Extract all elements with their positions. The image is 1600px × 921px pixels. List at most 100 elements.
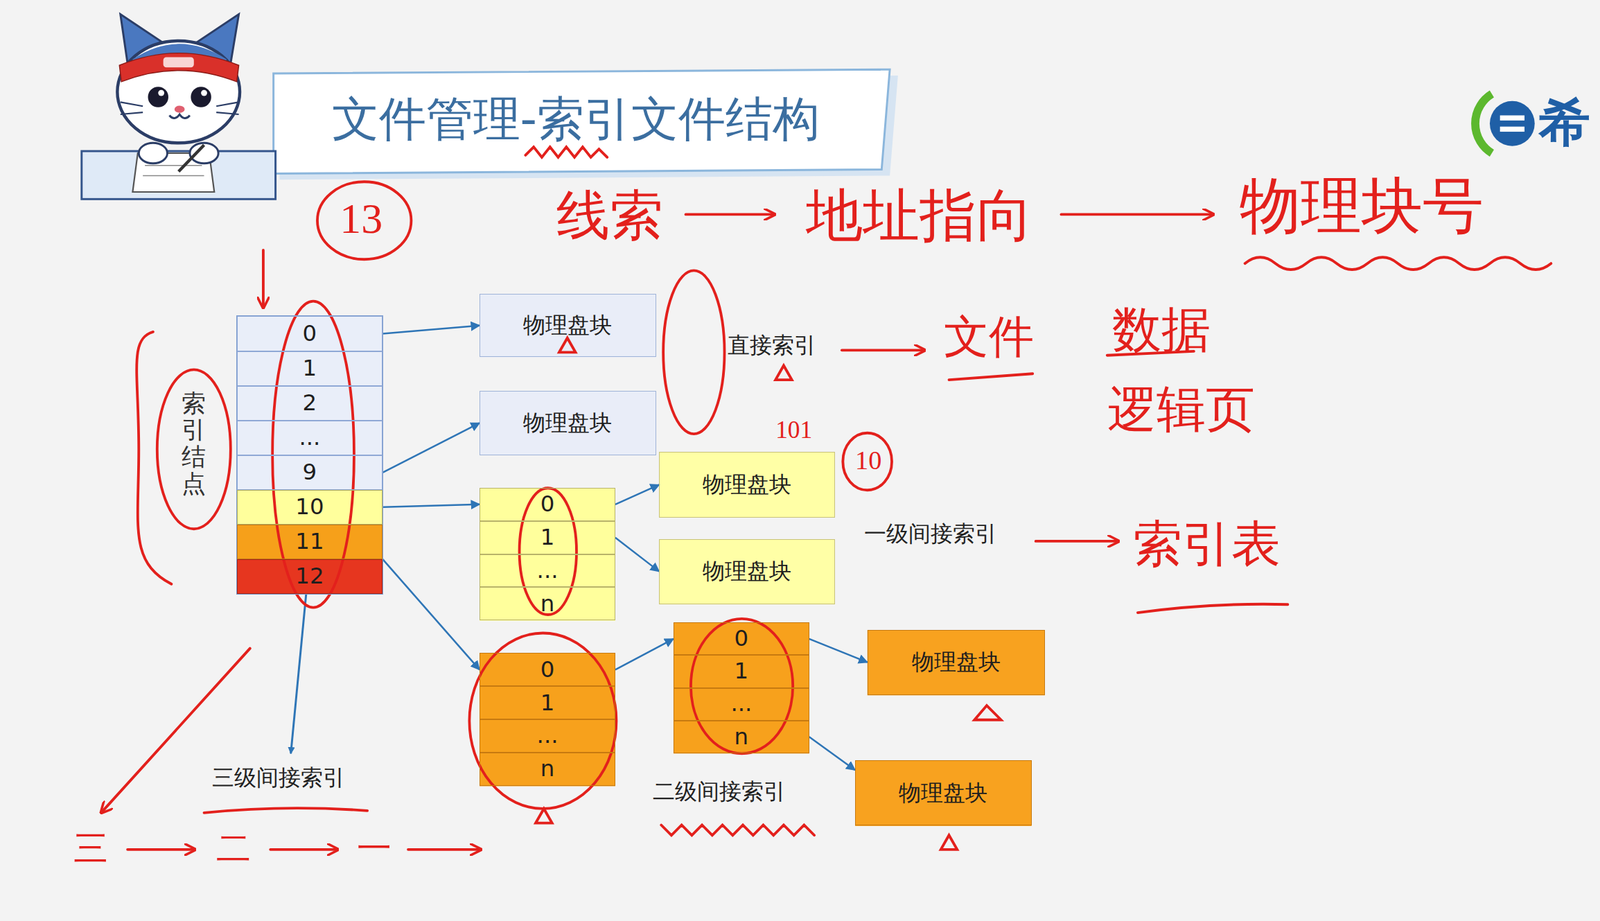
logo-text: 希 — [1539, 93, 1591, 153]
node-label: 物理盘块 — [523, 312, 612, 339]
node-label: 物理盘块 — [523, 410, 612, 436]
index-cell: ... — [236, 420, 384, 456]
hand-annotation — [559, 338, 576, 353]
block: 物理盘块 — [855, 760, 1032, 826]
node-label: 0 — [302, 320, 318, 347]
title-banner — [273, 69, 899, 180]
handwritten-note: 线索 — [556, 185, 664, 247]
node-label: 物理盘块 — [702, 471, 792, 498]
hand-annotation — [270, 848, 337, 851]
node-label: n — [734, 724, 750, 750]
cat-mascot — [178, 144, 205, 172]
pointer-arrow — [809, 736, 856, 770]
node-label: 10 — [295, 494, 324, 520]
block: 物理盘块 — [658, 539, 835, 605]
hand-annotation — [317, 181, 411, 260]
index-cell: 10 — [236, 489, 384, 525]
level-label: 一级间接索引 — [864, 521, 998, 547]
node-label: 物理盘块 — [898, 780, 988, 806]
node-label: 1 — [540, 524, 556, 551]
leader-arrow — [291, 594, 307, 754]
cell-fill — [673, 622, 810, 754]
hand-annotation — [136, 331, 172, 585]
node-label: 1 — [734, 658, 750, 684]
cat-mascot — [138, 142, 167, 163]
cell-fill — [236, 316, 384, 490]
logo — [1489, 101, 1535, 147]
index-cell: 1 — [236, 351, 384, 386]
cell-fill — [236, 293, 1045, 826]
hand-annotation — [525, 146, 608, 158]
block: 物理盘块 — [867, 629, 1045, 696]
cat-mascot — [157, 90, 165, 97]
hand-annotation — [127, 848, 195, 851]
node-label: 9 — [302, 459, 318, 486]
hand-annotation — [1245, 257, 1552, 270]
handwritten-note: 数据 — [1112, 302, 1211, 359]
cell-fill — [855, 760, 1032, 826]
node-label: ... — [537, 722, 559, 749]
node-label: n — [540, 755, 556, 782]
handwritten-note: 逻辑页 — [1107, 381, 1255, 438]
cat-mascot — [119, 53, 239, 82]
cat-mascot — [144, 164, 202, 166]
handwritten-note: 索引表 — [1132, 516, 1281, 573]
index-cell: n — [479, 586, 616, 621]
slide-title: 文件管理-索引文件结构 — [331, 92, 820, 147]
cell-fill — [479, 487, 616, 621]
hand-annotation — [974, 705, 1001, 720]
handwritten-note: 一 — [356, 828, 392, 869]
logo — [1475, 94, 1492, 154]
hand-annotation — [272, 301, 355, 608]
cat-mascot — [142, 175, 204, 177]
index-cell: 11 — [236, 524, 384, 560]
cell-fill — [479, 653, 616, 787]
node-label: n — [540, 591, 556, 617]
node-label: ... — [730, 690, 752, 717]
hand-annotation — [1137, 604, 1288, 613]
handwritten-note: 三 — [73, 828, 109, 869]
index-cell: 0 — [479, 652, 616, 687]
hand-annotation — [841, 348, 924, 352]
handwritten-note: 物理块号 — [1239, 171, 1484, 242]
handwritten-note: 101 — [775, 416, 813, 445]
cell-fill — [236, 559, 384, 594]
hand-annotation — [1060, 212, 1212, 216]
node-label: 0 — [734, 625, 750, 652]
logo — [1500, 126, 1525, 132]
index-cell: ... — [479, 719, 616, 753]
handwritten-note: 13 — [339, 194, 383, 244]
cat-mascot — [174, 105, 186, 113]
hand-annotation — [1035, 539, 1118, 543]
level-label: 二级间接索引 — [652, 778, 786, 805]
cell-fill — [236, 489, 384, 525]
pointer-arrow — [615, 638, 674, 671]
hand-annotation — [686, 212, 775, 216]
hand-annotation — [661, 825, 815, 836]
logo — [1475, 94, 1535, 154]
cat-mascot — [117, 40, 240, 143]
pointer-arrow — [809, 638, 868, 663]
hand-annotation — [408, 848, 480, 851]
index-cell: 2 — [236, 385, 384, 421]
node-heading: 索引结点 — [181, 390, 206, 499]
hand-annotation — [948, 373, 1033, 380]
leader-arrow — [291, 594, 307, 754]
pointer-arrow — [382, 504, 480, 508]
cat-mascot — [81, 14, 276, 200]
cat-mascot — [81, 151, 276, 199]
index-cell: 12 — [236, 559, 384, 594]
node-label: 物理盘块 — [702, 558, 792, 585]
hand-annotation — [261, 250, 265, 307]
hand-annotation — [204, 807, 368, 813]
node-label: 1 — [302, 355, 318, 382]
hand-annotation — [941, 834, 958, 850]
pointer-arrow — [615, 484, 659, 504]
cat-mascot — [163, 57, 195, 68]
cell-fill — [479, 293, 657, 357]
node-label: 2 — [302, 390, 318, 416]
hand-annotation — [775, 365, 793, 380]
index-cell: 1 — [479, 686, 616, 720]
cat-mascot — [148, 86, 169, 107]
node-label: 0 — [540, 656, 556, 683]
